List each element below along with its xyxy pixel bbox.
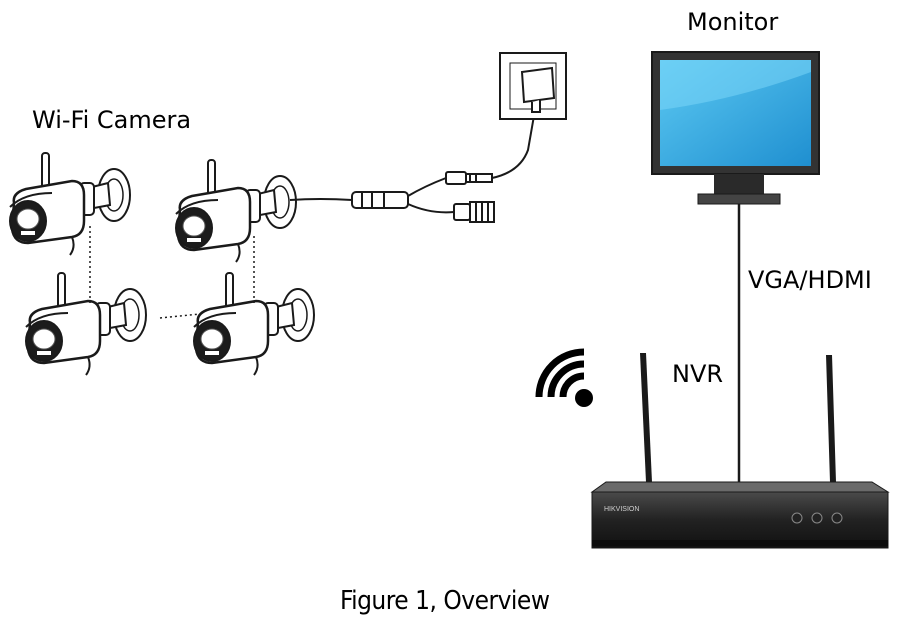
nvr-device: HIKVISION — [590, 353, 890, 549]
wifi-signal-icon — [535, 348, 593, 407]
mesh-links — [89, 226, 255, 319]
nvr-brand-logo: HIKVISION — [604, 506, 639, 513]
vga-hdmi-label: VGA/HDMI — [748, 266, 872, 294]
monitor-label: Monitor — [687, 8, 779, 36]
wifi-camera-4 — [192, 271, 316, 377]
nvr-label: NVR — [672, 360, 724, 388]
wifi-camera-1 — [8, 151, 132, 257]
wifi-camera-label: Wi-Fi Camera — [32, 106, 192, 134]
figure-caption: Figure 1, Overview — [340, 586, 550, 616]
camera-cable-assembly — [289, 109, 536, 223]
monitor — [651, 51, 820, 205]
power-adapter-icon — [499, 52, 567, 120]
wifi-camera-3 — [24, 271, 148, 377]
wifi-camera-2 — [174, 158, 298, 264]
